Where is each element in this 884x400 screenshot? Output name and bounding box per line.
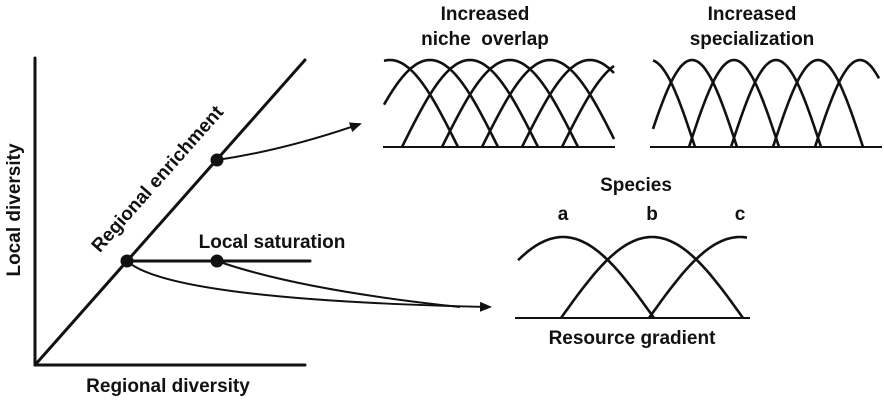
species-label-a: a xyxy=(558,204,569,225)
overlap-curve-3 xyxy=(400,58,540,148)
arrow-to-overlap-panel xyxy=(216,122,362,161)
overlap-curve-2 xyxy=(382,58,500,148)
overlap-curve-1 xyxy=(383,58,460,148)
specialization-curve-2 xyxy=(651,58,739,148)
niche-overlap-curves xyxy=(382,58,616,148)
specialization-curve-3 xyxy=(687,58,781,148)
overlap-curve-5 xyxy=(480,58,616,148)
arrow-from-saturation xyxy=(216,260,461,308)
specialization-curve-6 xyxy=(813,58,881,148)
overlap-curve-6 xyxy=(520,58,615,148)
specialization-curves xyxy=(651,58,881,148)
specialization-curve-1 xyxy=(652,59,697,148)
species-title: Species xyxy=(600,175,672,196)
species-label-c: c xyxy=(735,204,746,225)
y-axis-label: Local diversity xyxy=(4,143,25,276)
specialization-curve-5 xyxy=(771,58,865,148)
species-label-b: b xyxy=(646,204,658,225)
overlap-title-line1: Increased xyxy=(441,4,530,25)
species-curve-1 xyxy=(517,235,656,319)
x-axis-label: Regional diversity xyxy=(86,376,250,397)
species-curve-2 xyxy=(559,235,745,319)
species-niche-curves xyxy=(517,235,748,319)
overlap-curve-7 xyxy=(560,64,615,148)
overlap-title-line2: niche overlap xyxy=(421,29,549,50)
arrow-from-intersection xyxy=(126,260,492,312)
specialization-title-line2: specialization xyxy=(690,29,815,50)
specialization-curve-4 xyxy=(729,58,823,148)
specialization-title-line1: Increased xyxy=(708,4,797,25)
overlap-curve-4 xyxy=(440,58,580,148)
local-saturation-label: Local saturation xyxy=(199,232,346,253)
regional-enrichment-line xyxy=(33,58,307,367)
resource-gradient-label: Resource gradient xyxy=(549,328,716,349)
species-curve-3 xyxy=(647,235,748,319)
